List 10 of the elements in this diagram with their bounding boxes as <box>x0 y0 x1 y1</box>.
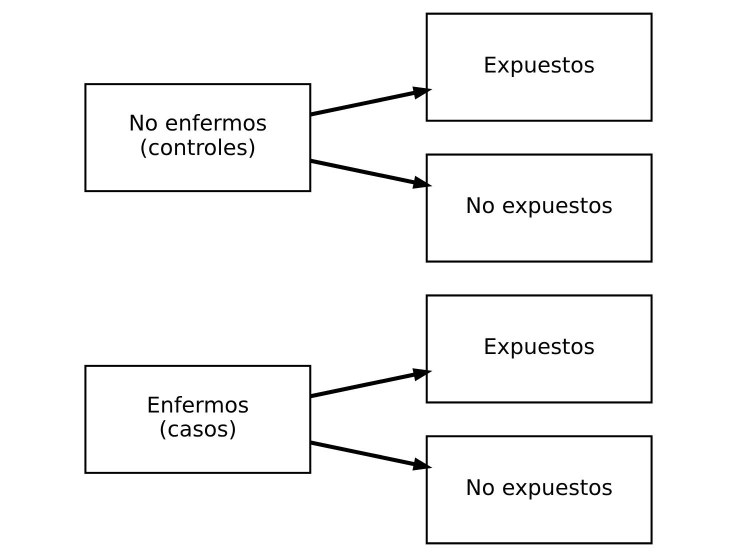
arrow <box>310 158 432 189</box>
arrow <box>310 368 432 398</box>
node-box: No expuestos <box>426 435 653 544</box>
node-box: Expuestos <box>426 12 653 122</box>
arrow <box>310 86 432 116</box>
node-box: Enfermos (casos) <box>84 364 312 474</box>
node-box: No enfermos (controles) <box>84 83 312 192</box>
arrow <box>310 440 432 471</box>
node-box: No expuestos <box>426 154 653 263</box>
node-box: Expuestos <box>426 294 653 404</box>
